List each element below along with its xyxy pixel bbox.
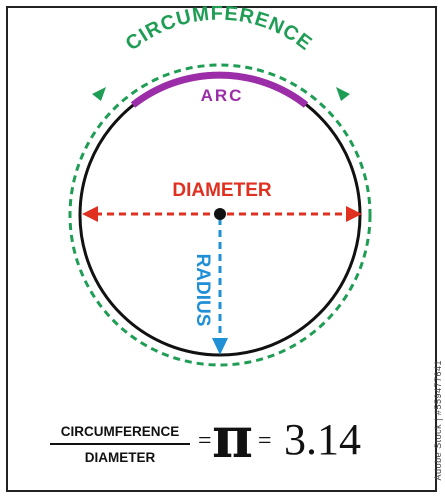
stock-watermark: Adobe Stock | #559477641: [433, 360, 443, 481]
radius-label: RADIUS: [192, 254, 213, 327]
circumference-dashed-circle: [68, 63, 372, 367]
pi-symbol: π: [212, 405, 253, 471]
fraction-denominator: DIAMETER: [84, 450, 156, 465]
arc-highlight: [130, 71, 309, 108]
diameter-label: DIAMETER: [172, 180, 272, 201]
center-point: [214, 208, 226, 220]
diameter-right-arrowhead: [346, 206, 362, 222]
circumference-label: CIRCUMFERENCE: [122, 3, 317, 56]
pi-value: 3.14: [284, 415, 361, 464]
equals-sign-2: =: [258, 428, 272, 454]
fraction-numerator: CIRCUMFERENCE: [50, 424, 190, 445]
circumference-right-arrowhead: [336, 87, 350, 101]
formula-fraction: CIRCUMFERENCE DIAMETER: [50, 424, 190, 465]
arc-label: ARC: [201, 86, 244, 105]
radius-arrowhead: [212, 338, 228, 355]
circumference-left-arrowhead: [92, 87, 106, 101]
diameter-left-arrowhead: [82, 206, 98, 222]
pi-formula: CIRCUMFERENCE DIAMETER = π = 3.14: [40, 405, 440, 482]
equals-sign-1: =: [198, 428, 212, 454]
diagram-frame: [6, 6, 437, 492]
